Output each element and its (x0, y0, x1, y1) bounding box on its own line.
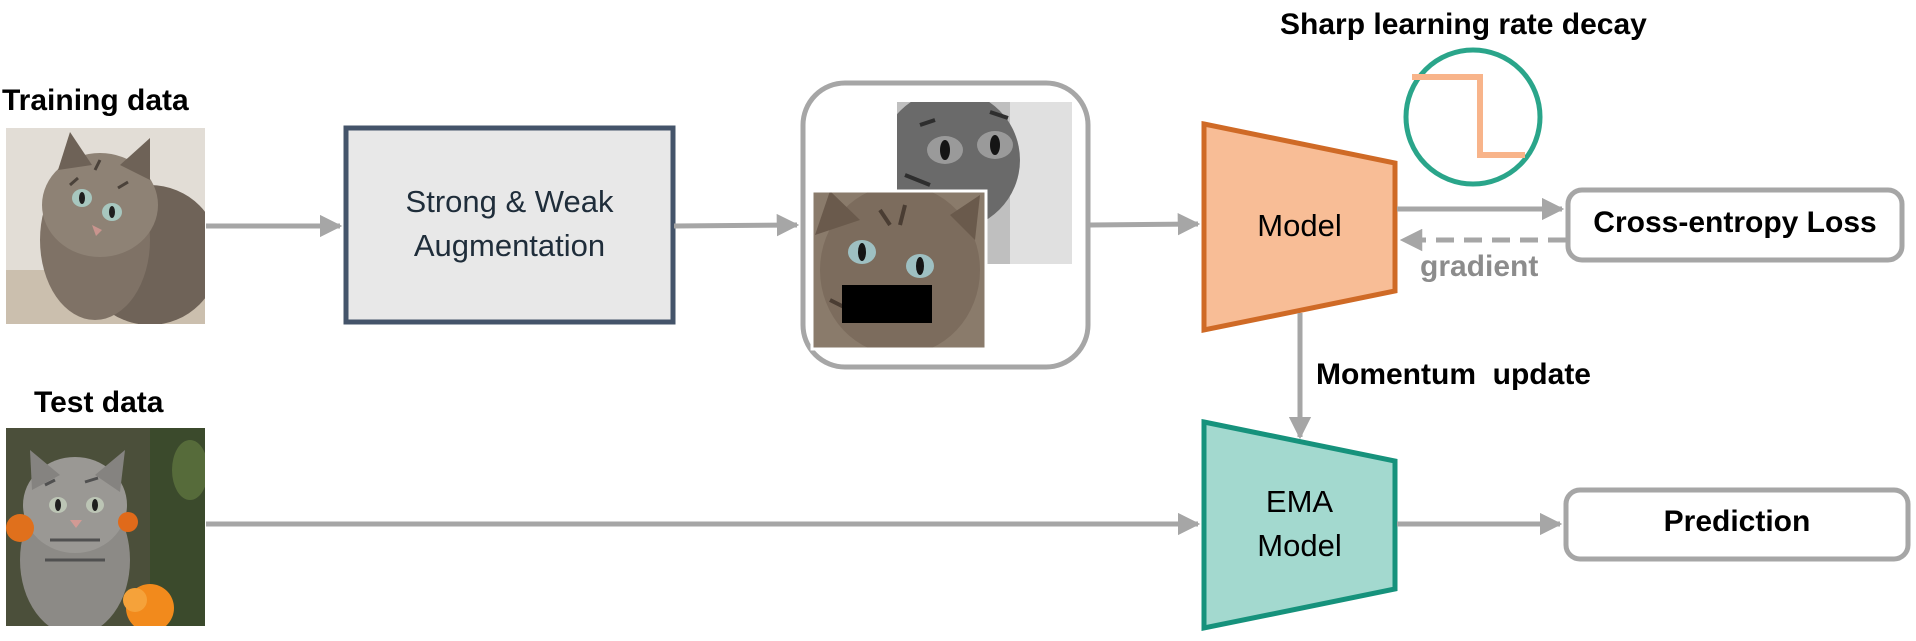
gradient-label: gradient (1420, 250, 1539, 283)
augmentation-label: Strong & Weak Augmentation (346, 180, 673, 268)
ema-model-label-line2: Model (1257, 528, 1342, 563)
test-data-label: Test data (34, 386, 164, 419)
ema-model-label: EMA Model (1204, 480, 1395, 568)
lr-decay-icon (1403, 47, 1543, 187)
test-data-image (6, 428, 205, 626)
augmentation-block (343, 125, 676, 325)
momentum-update-label: Momentum update (1316, 358, 1591, 391)
arrows (206, 197, 1566, 536)
loss-box (1565, 187, 1905, 263)
model-block (1201, 120, 1398, 334)
augmentation-label-line1: Strong & Weak (405, 184, 614, 219)
lr-decay-label: Sharp learning rate decay (1280, 8, 1647, 41)
cutout-augmented-image (812, 191, 986, 349)
loss-label: Cross-entropy Loss (1593, 206, 1877, 239)
ema-model-block (1201, 418, 1398, 632)
prediction-label: Prediction (1663, 505, 1811, 538)
ema-model-label-line1: EMA (1265, 484, 1334, 519)
augmentation-label-line2: Augmentation (413, 228, 606, 263)
arrow-aug-to-images (673, 213, 800, 237)
model-label: Model (1257, 208, 1342, 243)
prediction-box (1563, 487, 1911, 562)
arrow-images-to-model (1089, 212, 1201, 236)
training-data-label: Training data (2, 84, 189, 117)
training-data-image (6, 128, 205, 324)
